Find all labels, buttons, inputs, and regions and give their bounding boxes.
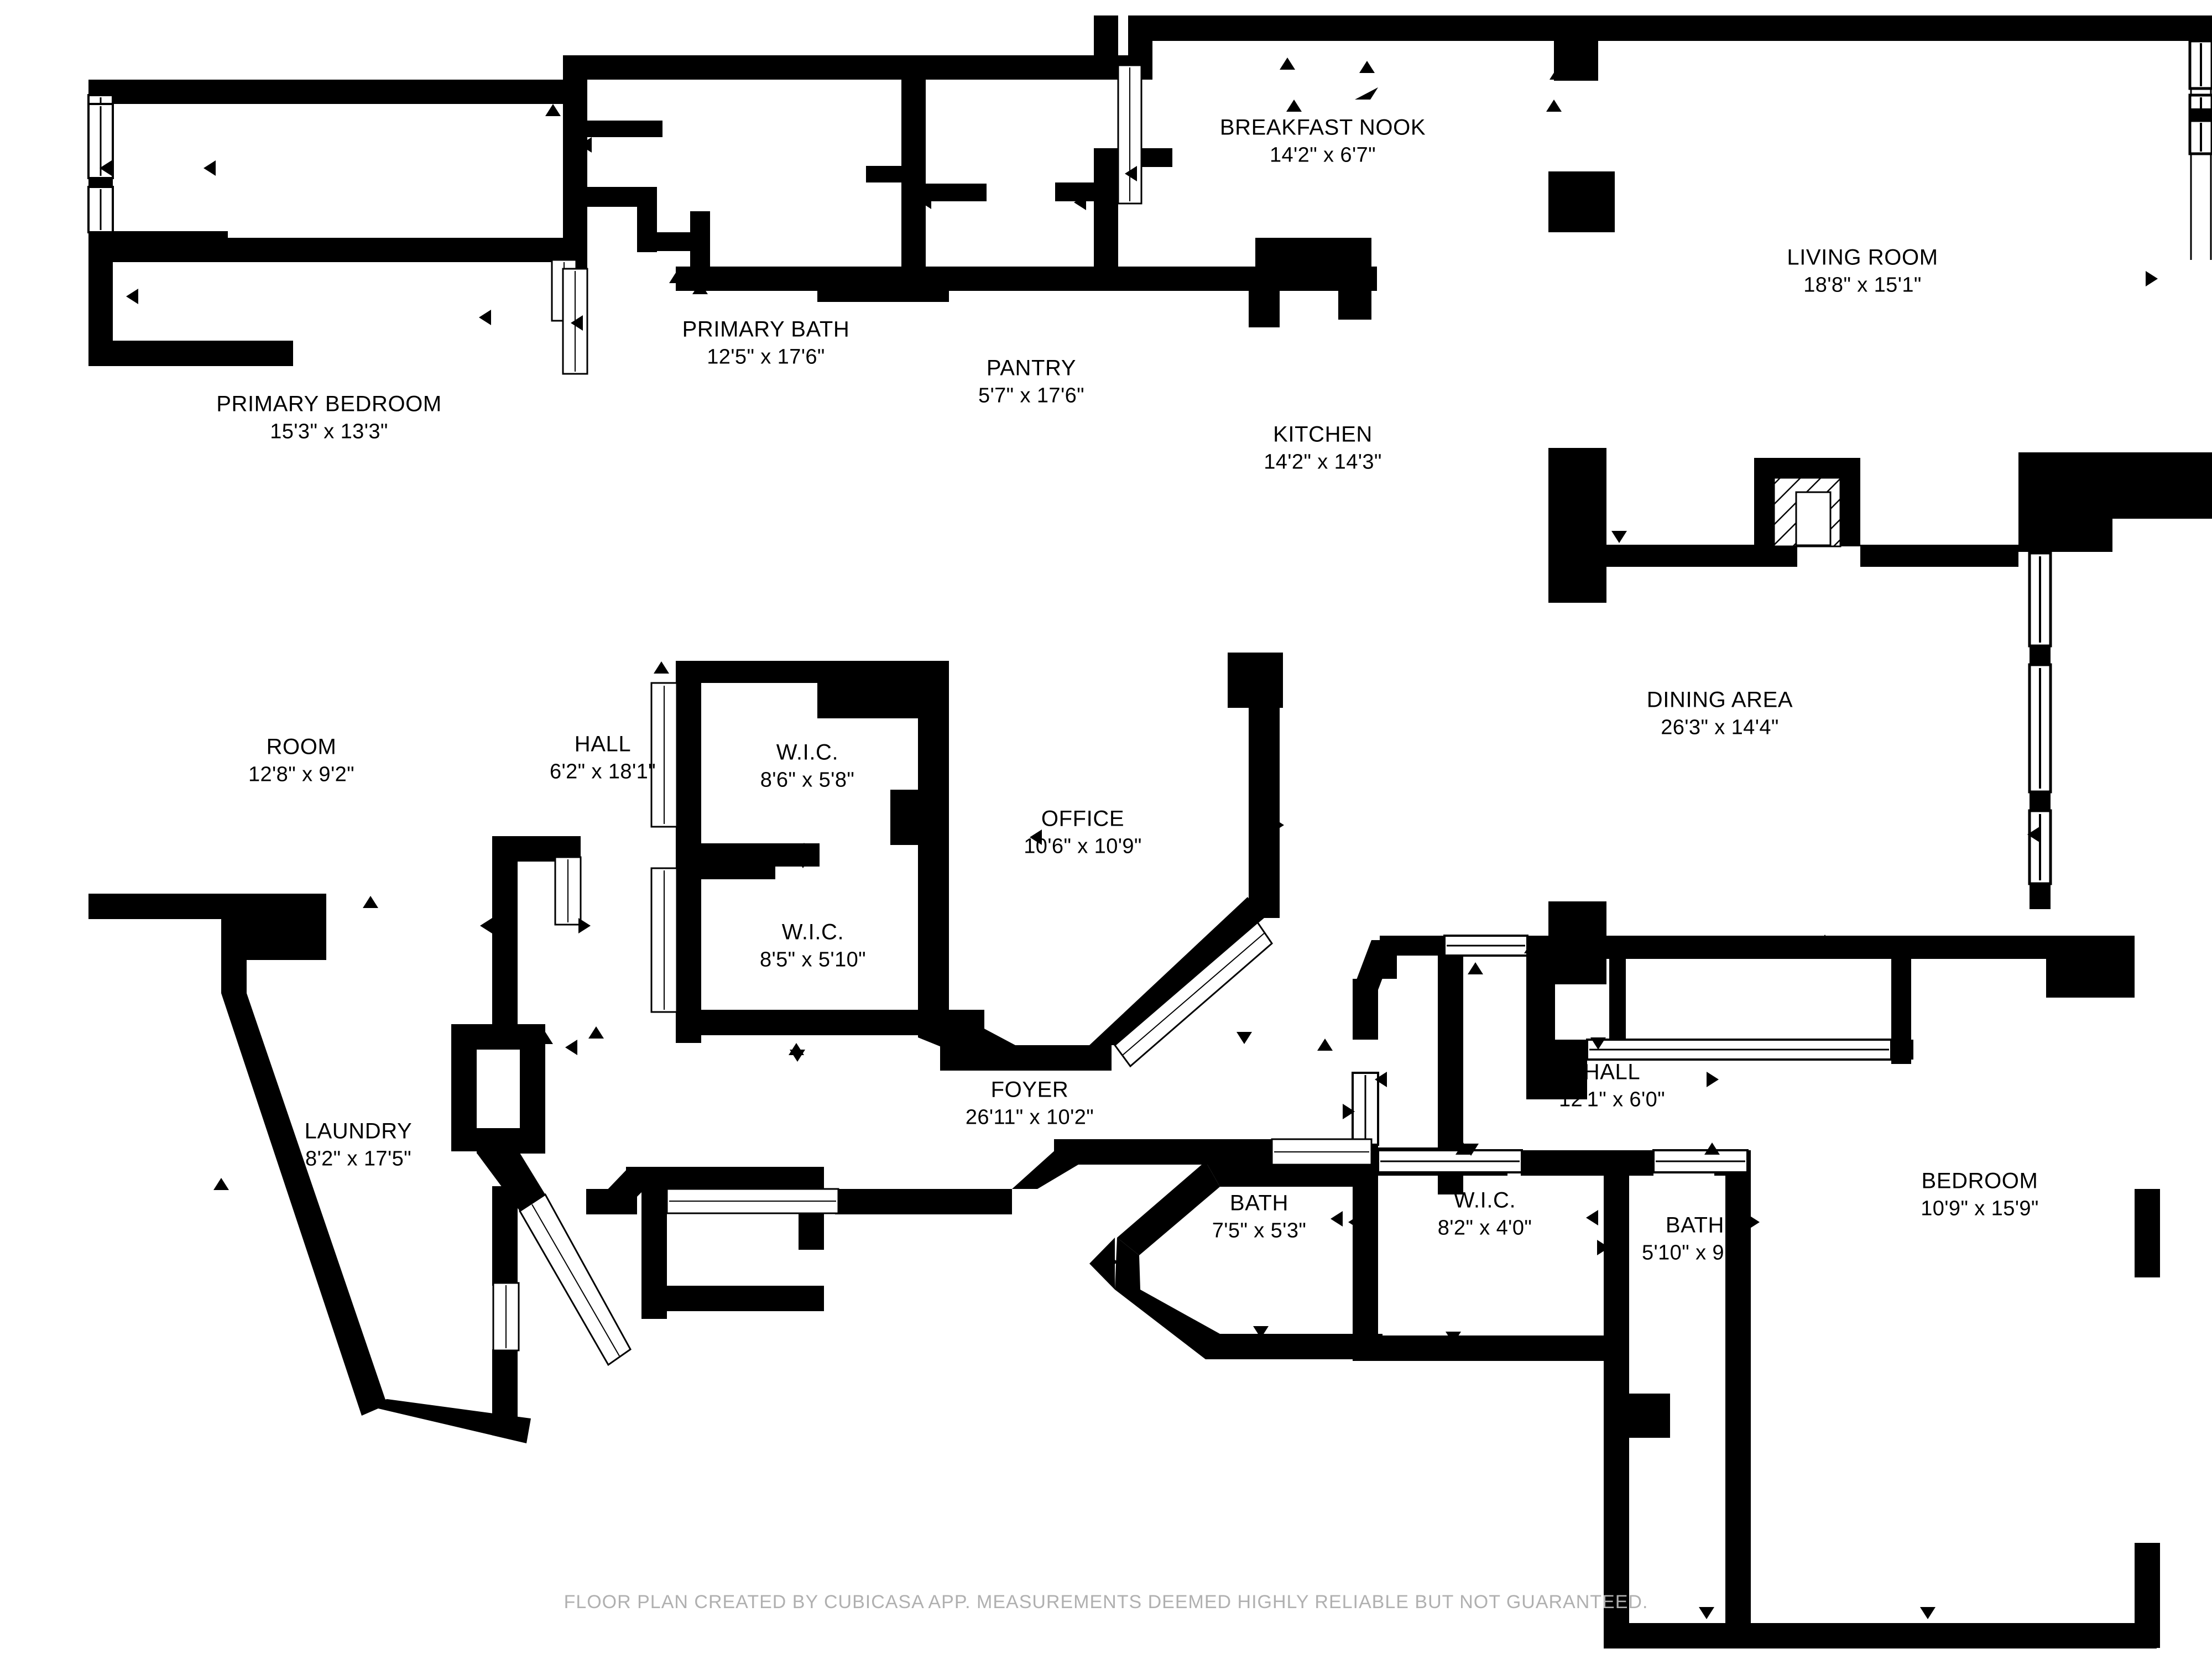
wall-room-bottom-left-pier	[88, 341, 293, 366]
wall-laundry-right-lower-b	[492, 1349, 518, 1432]
wall-laundry-diag-small	[477, 1153, 545, 1211]
wall-fireplace-left	[1754, 458, 1774, 546]
wall-pier-dining-b	[2018, 452, 2212, 519]
wall-laundry-diag-bottom	[362, 1399, 531, 1443]
wall-laundry-diag-left	[221, 993, 387, 1416]
door-foyer-bottom	[666, 1188, 839, 1214]
wall-wic-lower-bottom-a	[676, 1010, 963, 1035]
wall-laundry-inner-bottom	[477, 1128, 545, 1154]
wall-laundry-right-c	[492, 836, 518, 902]
wall-low-living-b	[1860, 545, 2018, 567]
wall-hallcloset-inner-r	[1609, 959, 1626, 1053]
window-hall-closet-bottom	[1586, 1039, 1892, 1061]
window-right-mid-b	[2188, 119, 2212, 155]
wall-kitchen-bottom-b	[1094, 267, 1377, 291]
wall-angled-closet-diag	[1353, 940, 1397, 990]
wall-exterior-top	[1128, 15, 2212, 41]
window-dining-c	[2028, 809, 2052, 885]
wall-pantry-left-b	[901, 166, 926, 270]
wall-foyer-bottom-a	[835, 1189, 1012, 1214]
wall-bath-foyer-bottom	[1206, 1334, 1383, 1359]
window-right-top	[2188, 39, 2212, 90]
window-mullion-dining-b	[2030, 792, 2051, 811]
wall-foyer-left-top	[641, 1167, 824, 1192]
wall-hall-left-right	[676, 854, 701, 1020]
wall-office-right-c	[1249, 653, 1280, 758]
door-laundry-right-slot	[554, 856, 582, 926]
wall-laundry-right-lower	[492, 1186, 518, 1286]
door-hall-left-b	[650, 867, 678, 1013]
wall-laundry-inner-left	[451, 1024, 477, 1151]
wall-angled-closet-b	[1353, 979, 1378, 1040]
window-hall-bottom-b	[1652, 1149, 1749, 1173]
wall-primary-bedroom-top	[88, 80, 587, 104]
wall-group	[88, 15, 2212, 1648]
wall-column-living-a	[1548, 171, 1615, 232]
wall-fireplace-right	[1840, 458, 1860, 546]
wall-foyer-left-e	[641, 1194, 667, 1311]
door-hall-left-a	[650, 682, 678, 828]
wall-top-midsection	[563, 55, 1152, 80]
wall-wic-upper-bottom	[676, 843, 820, 867]
door-nook-pantry	[1117, 64, 1142, 205]
window-hall-bottom-a	[1377, 1149, 1523, 1173]
wall-pier-bedroom-top	[2046, 936, 2135, 998]
door-bath-foyer-entry	[1271, 1138, 1373, 1166]
window-mullion-right-a	[2190, 108, 2212, 121]
wall-pbath-stub-top	[587, 121, 662, 137]
wall-wic-bottom	[1353, 1335, 1629, 1361]
footer-disclaimer: FLOOR PLAN CREATED BY CUBICASA APP. MEAS…	[564, 1592, 1648, 1613]
door-office-diagonal	[1113, 921, 1273, 1068]
wall-office-right	[1249, 818, 1280, 918]
window-hall-closet-top	[1443, 935, 1528, 957]
wall-bath-foyer-diag-bottom	[1115, 1290, 1220, 1359]
wall-room-top	[113, 238, 576, 262]
wall-laundry-inner-right	[520, 1035, 545, 1146]
wall-bedroom-right-a	[2135, 1189, 2160, 1277]
wall-kitchen-left-cap	[1094, 55, 1118, 80]
wall-bottom-right	[1604, 1623, 2157, 1648]
window-dining-a	[2028, 551, 2052, 648]
wall-pantry-stub-b	[926, 184, 987, 201]
window-left-lower	[87, 186, 114, 233]
wall-foyer-bottom-c	[1206, 1139, 1272, 1165]
wall-kitchen-bottom-a	[1255, 238, 1371, 269]
wall-laundry-left-block	[221, 894, 326, 960]
wall-office-diagonal	[1089, 897, 1264, 1045]
window-mullion-dining-a	[2030, 646, 2051, 665]
wall-bedroom-left	[1725, 1150, 1751, 1648]
window-group	[87, 39, 2212, 1366]
wall-bath-foyer-diag-top	[1117, 1161, 1220, 1255]
fireplace-opening	[1795, 491, 1832, 546]
wall-pbath-jog-e	[690, 211, 710, 272]
wall-bath-foyer-diag-left	[1115, 1238, 1140, 1290]
wall-bath-apex	[1089, 1238, 1115, 1290]
wall-foyer-left-bottom	[641, 1286, 824, 1311]
wall-foyer-jog-c	[586, 1189, 637, 1214]
wall-column-living-b	[1548, 448, 1606, 603]
wall-office-left-b	[918, 826, 949, 1014]
wall-pantry-stub-c	[1055, 182, 1119, 201]
wall-office-bottom	[940, 1045, 1112, 1071]
door-laundry	[492, 1282, 520, 1352]
wall-pier-top	[1554, 15, 1598, 81]
wall-hall-right-bottom-b	[1521, 1150, 1653, 1176]
window-dining-b	[2028, 663, 2052, 794]
wall-bath-foyer-top	[1206, 1161, 1353, 1187]
wall-hallcloset-left-drop	[1526, 1040, 1587, 1099]
wall-left-a	[88, 80, 113, 95]
door-laundry-diag	[518, 1193, 632, 1366]
wall-bedroom-right-b	[2135, 1543, 2160, 1648]
wall-left-c	[88, 178, 113, 187]
wall-pantry-left-a	[901, 55, 926, 182]
wall-hall-right-top	[1548, 936, 2046, 959]
window-mullion-dining-c	[2030, 884, 2051, 909]
wall-wic-left	[1353, 1150, 1378, 1360]
window-angled-closet	[1352, 1072, 1379, 1146]
door-marker-group	[100, 20, 2158, 1619]
wall-bath-pier	[1604, 1394, 1670, 1438]
